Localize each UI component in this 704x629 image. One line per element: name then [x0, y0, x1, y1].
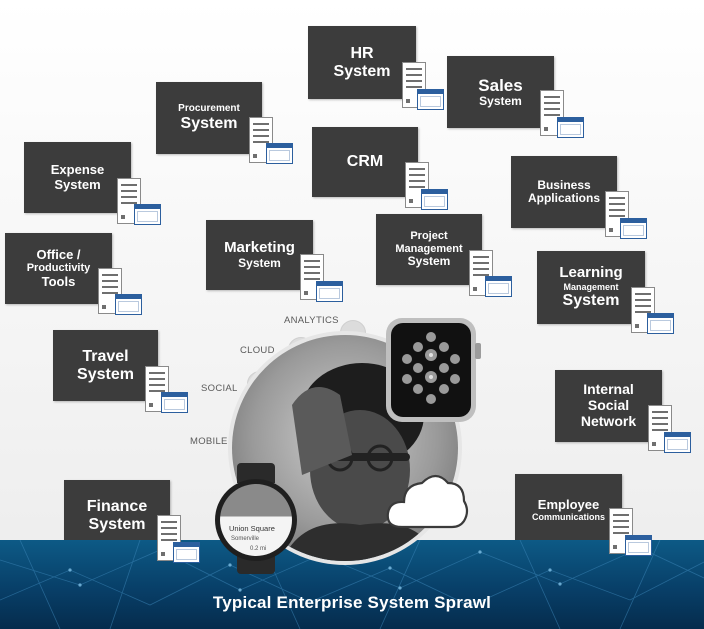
- window-icon: [625, 535, 652, 556]
- watch-area: Somerville: [231, 536, 260, 542]
- window-icon: [316, 281, 343, 302]
- window-icon: [115, 294, 142, 315]
- system-label: Learning: [559, 264, 623, 282]
- watch-place: Union Square: [229, 524, 275, 533]
- system-box-internal-social: Internal Social Network: [555, 370, 662, 442]
- system-label: Procurement: [178, 103, 240, 115]
- system-box-travel: Travel System: [53, 330, 158, 401]
- system-label: System: [407, 254, 451, 269]
- watch-icon: [386, 318, 476, 422]
- window-icon: [421, 189, 448, 210]
- system-label: Sales: [478, 75, 523, 95]
- system-label: System: [562, 291, 620, 309]
- window-icon: [647, 313, 674, 334]
- system-label: System: [479, 93, 522, 108]
- system-box-employee: Employee Communications: [515, 474, 622, 546]
- system-box-project: Project Management System: [376, 214, 482, 285]
- system-label: Travel: [82, 347, 129, 365]
- watch-crown: [475, 343, 481, 359]
- arc-label-analytics: ANALYTICS: [284, 315, 339, 326]
- server-icon: [631, 287, 655, 333]
- system-label: Productivity: [26, 262, 91, 275]
- window-icon: [266, 143, 293, 164]
- system-box-crm: CRM: [312, 127, 418, 197]
- system-label: Communications: [531, 512, 605, 523]
- server-icon: [98, 268, 122, 314]
- window-icon: [134, 204, 161, 225]
- system-label: Finance: [86, 498, 148, 516]
- system-label: Network: [580, 412, 637, 429]
- arc-label-social: SOCIAL: [201, 383, 238, 394]
- system-label: CRM: [346, 153, 384, 171]
- system-label: System: [54, 176, 101, 192]
- system-label: Project: [410, 230, 448, 243]
- system-label: Tools: [41, 273, 76, 289]
- system-label: Employee: [537, 496, 600, 512]
- system-box-sales: Sales System: [447, 56, 554, 128]
- window-icon: [161, 392, 188, 413]
- watch-band-top: [237, 463, 275, 483]
- system-box-learning: Learning Management System: [537, 251, 645, 324]
- watch-band-bottom: [237, 556, 275, 574]
- arc-label-mobile: MOBILE: [190, 436, 228, 447]
- system-label: Office /: [36, 246, 81, 262]
- round-watch-face: Union Square Somerville 0.2 mi: [220, 484, 292, 556]
- system-label: Social: [587, 397, 630, 414]
- arc-label-cloud: CLOUD: [240, 345, 275, 356]
- server-icon: [405, 162, 429, 208]
- cloud-icon: [386, 474, 469, 529]
- system-label: Business: [537, 177, 591, 192]
- system-label: Applications: [527, 191, 600, 205]
- system-box-expense: Expense System: [24, 142, 131, 213]
- system-label: Expense: [50, 161, 105, 177]
- system-label: Management: [395, 242, 463, 255]
- window-icon: [557, 117, 584, 138]
- system-label: System: [88, 516, 146, 533]
- system-label: System: [238, 255, 281, 270]
- server-icon: [249, 117, 273, 163]
- footer-title: Typical Enterprise System Sprawl: [212, 593, 492, 612]
- server-icon: [300, 254, 324, 300]
- system-label: Internal: [583, 381, 634, 398]
- system-box-marketing: Marketing System: [206, 220, 313, 290]
- window-icon: [620, 218, 647, 239]
- system-box-office: Office / Productivity Tools: [5, 233, 112, 304]
- app-grid-icons: [402, 332, 460, 404]
- watch-screen: [391, 323, 471, 417]
- system-label: HR: [350, 44, 374, 62]
- server-icon: [540, 90, 564, 136]
- window-icon: [417, 89, 444, 110]
- system-label: Management: [563, 281, 619, 292]
- system-label: System: [333, 62, 391, 80]
- watch-distance: 0.2 mi: [250, 546, 267, 552]
- system-box-hr: HR System: [308, 26, 416, 99]
- system-label: System: [77, 365, 134, 383]
- system-label: System: [180, 114, 238, 132]
- system-label: Marketing: [224, 238, 295, 256]
- system-box-procurement: Procurement System: [156, 82, 262, 154]
- system-box-business: Business Applications: [511, 156, 617, 228]
- person-illustration: [282, 363, 438, 561]
- window-icon: [485, 276, 512, 297]
- round-watch-icon: Union Square Somerville 0.2 mi: [215, 479, 297, 561]
- window-icon: [664, 432, 691, 453]
- window-icon: [173, 542, 200, 563]
